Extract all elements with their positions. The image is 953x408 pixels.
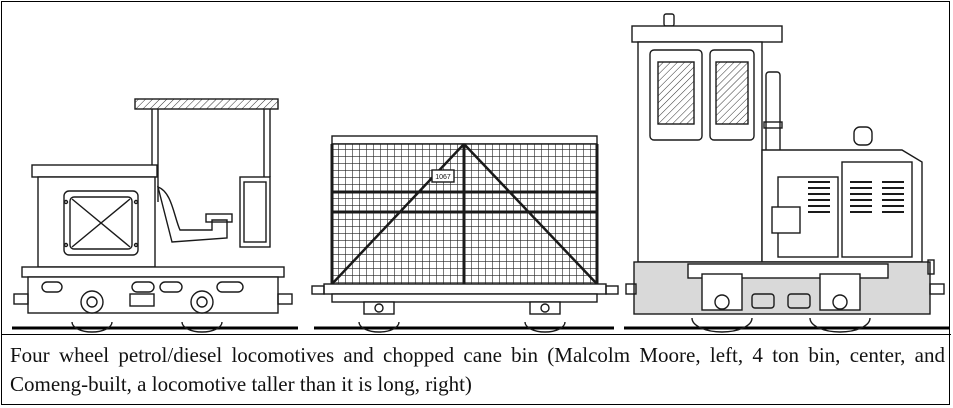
malcolm-moore-locomotive — [12, 98, 298, 333]
locomotive-drawings: 1067 — [12, 13, 950, 333]
cane-bin: 1067 — [311, 135, 619, 333]
illustration: 1067 — [2, 2, 951, 334]
bin-number-plate: 1067 — [435, 174, 451, 181]
figure-caption: Four wheel petrol/diesel locomotives and… — [10, 343, 945, 396]
comeng-locomotive — [624, 13, 950, 333]
caption-divider — [2, 334, 951, 335]
